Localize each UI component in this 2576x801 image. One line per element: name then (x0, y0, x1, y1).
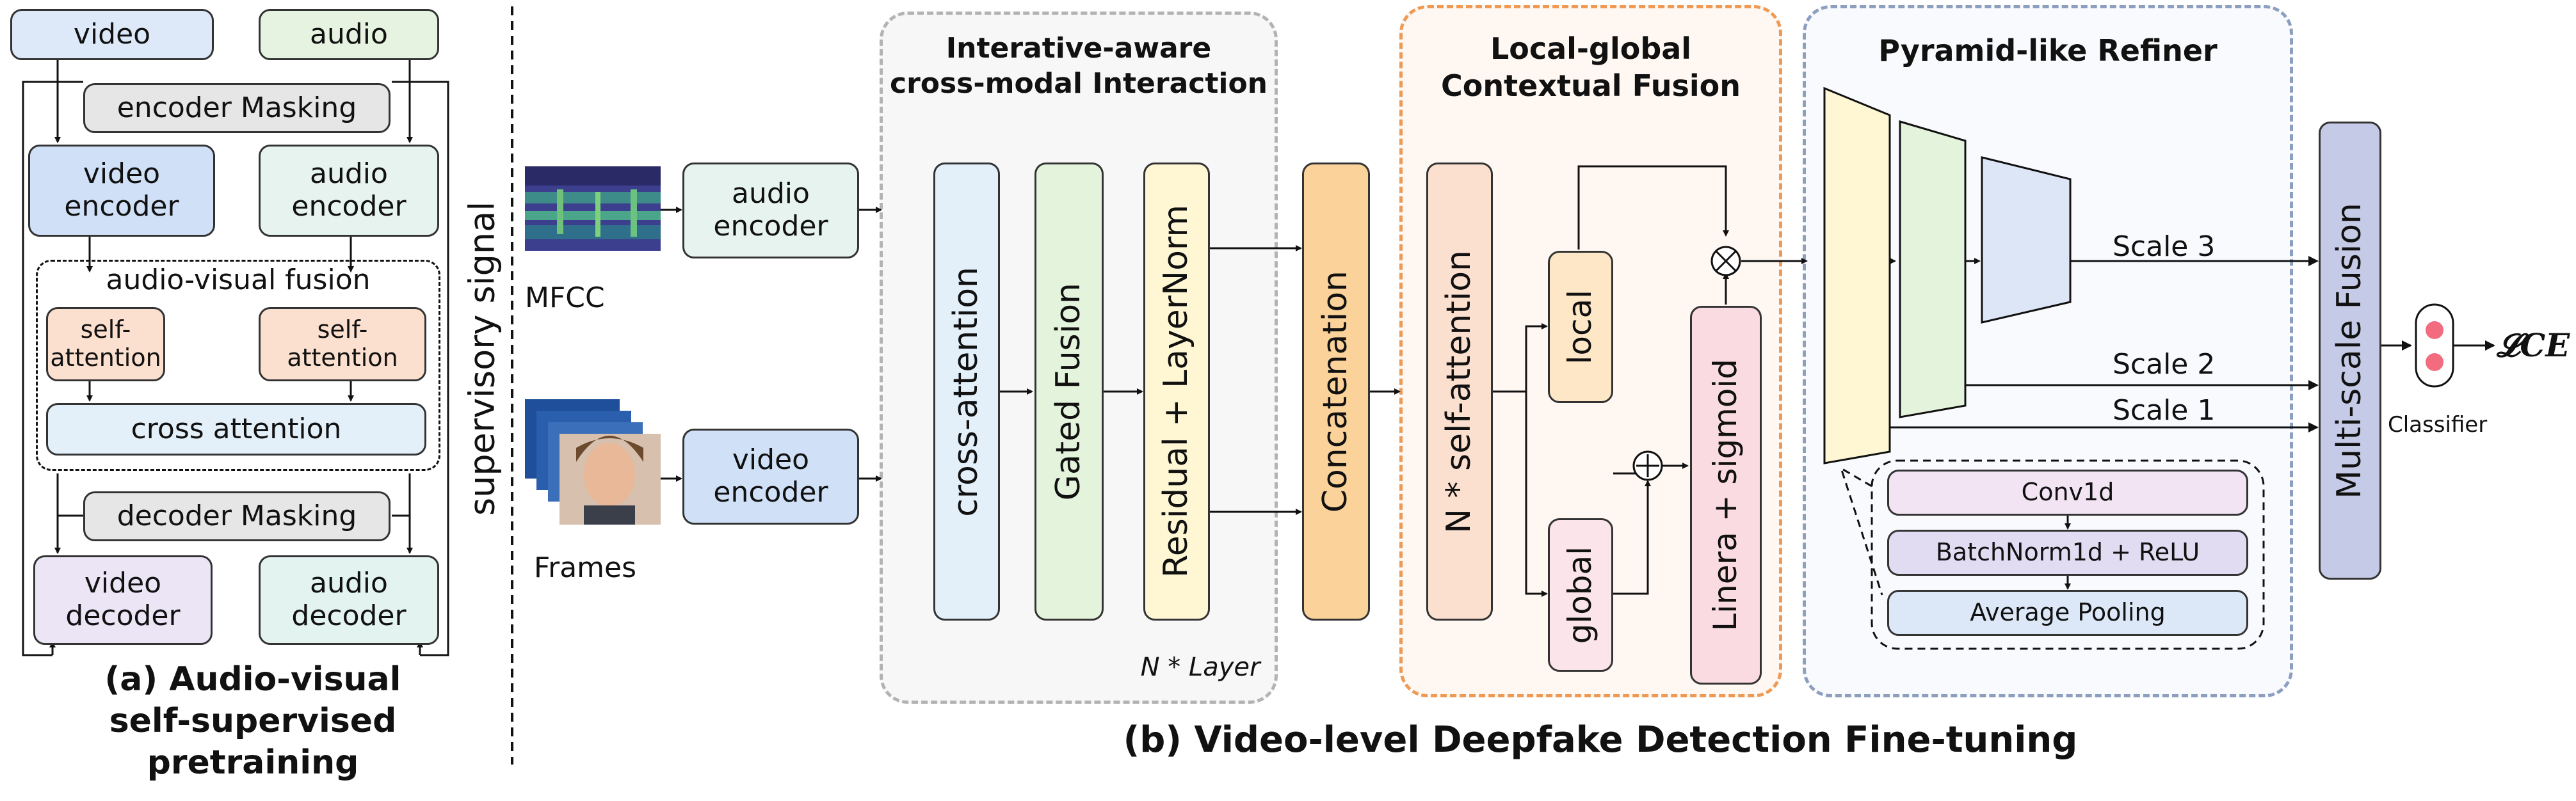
mfcc-image (525, 166, 661, 251)
video-encoder-left: video encoder (28, 145, 215, 237)
video-encoder: video encoder (682, 429, 859, 525)
concatenation-block: Concatenation (1302, 163, 1370, 621)
n-self-attention-block: N * self-attention (1426, 163, 1493, 621)
decoder-masking: decoder Masking (83, 491, 390, 541)
audio-decoder: audio decoder (259, 555, 439, 645)
fusion-title: Local-global Contextual Fusion (1441, 31, 1741, 103)
frames-label: Frames (534, 551, 637, 584)
conv1d-block: Conv1d (1887, 470, 2248, 516)
self-attention-video: self- attention (46, 307, 165, 381)
supervisory-signal-label: supervisory signal (462, 201, 503, 516)
gated-fusion-label: Gated Fusion (1049, 282, 1088, 501)
average-pooling-block: Average Pooling (1887, 590, 2248, 636)
gated-fusion-block: Gated Fusion (1034, 163, 1104, 621)
audio-input: audio (259, 9, 439, 60)
linear-sigmoid-block: Linera + sigmoid (1690, 306, 1762, 685)
batchnorm-block: BatchNorm1d + ReLU (1887, 530, 2248, 576)
loss-label: 𝓛CE (2497, 326, 2570, 364)
scale-2-label: Scale 2 (2113, 348, 2216, 381)
av-fusion-group (36, 260, 440, 471)
residual-layernorm-label: Residual + LayerNorm (1157, 205, 1196, 578)
encoder-masking: encoder Masking (83, 83, 390, 133)
pyramid-level-2 (1899, 120, 1967, 418)
n-layer-label: N * Layer (1140, 653, 1260, 682)
frames-image (525, 399, 661, 525)
classifier-node (2415, 303, 2454, 388)
local-label: local (1561, 289, 1599, 365)
concatenation-label: Concatenation (1316, 270, 1355, 513)
scale-1-label: Scale 1 (2113, 394, 2216, 427)
caption-a: (a) Audio-visual self-supervised pretrai… (104, 660, 401, 782)
av-fusion-label: audio-visual fusion (106, 264, 371, 296)
classifier-label: Classifier (2388, 412, 2488, 438)
interaction-title: Interative-aware cross-modal Interaction (889, 32, 1268, 100)
n-self-attention-label: N * self-attention (1440, 250, 1479, 534)
residual-layernorm-block: Residual + LayerNorm (1143, 163, 1210, 621)
pyramid-level-1 (1823, 86, 1891, 464)
video-input: video (10, 9, 214, 60)
audio-encoder: audio encoder (682, 163, 859, 258)
multi-scale-fusion-block: Multi-scale Fusion (2319, 122, 2381, 580)
multi-scale-fusion-label: Multi-scale Fusion (2330, 202, 2369, 499)
global-label: global (1561, 546, 1599, 644)
audio-encoder-left: audio encoder (259, 145, 439, 237)
video-decoder: video decoder (33, 555, 213, 645)
pyramid-level-3 (1981, 156, 2072, 324)
cross-attention-block: cross-attention (933, 163, 1000, 621)
local-block: local (1548, 251, 1613, 403)
linear-sigmoid-label: Linera + sigmoid (1707, 359, 1744, 631)
self-attention-audio: self- attention (259, 307, 426, 381)
cross-attention-left: cross attention (46, 403, 426, 456)
refiner-title: Pyramid-like Refiner (1878, 33, 2218, 68)
caption-b: (b) Video-level Deepfake Detection Fine-… (1123, 719, 2078, 761)
cross-attention-label: cross-attention (947, 266, 986, 517)
scale-3-label: Scale 3 (2113, 230, 2216, 263)
global-block: global (1548, 518, 1613, 672)
mfcc-label: MFCC (525, 282, 605, 314)
